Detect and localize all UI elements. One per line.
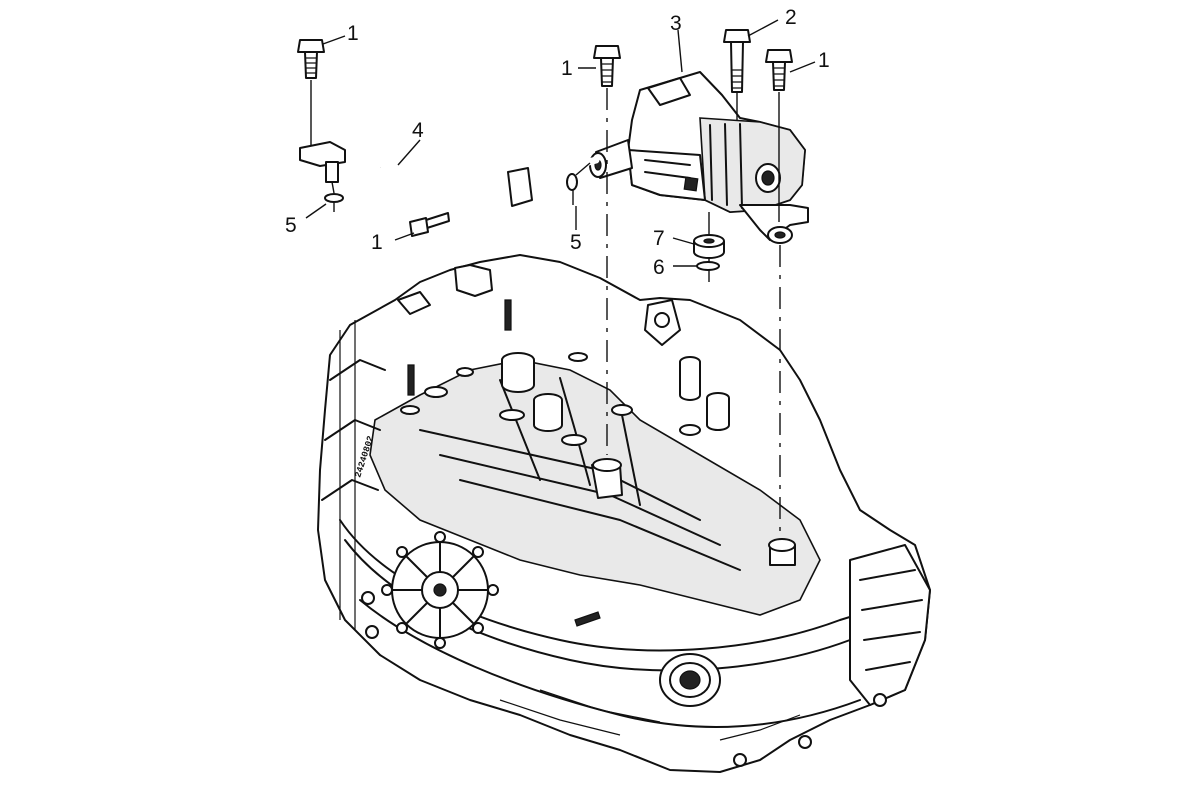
bolt-right: [765, 49, 793, 91]
shift-actuator: [589, 71, 809, 244]
fluid-pipe: [299, 122, 600, 237]
bolt-center: [593, 45, 621, 87]
callout-6: 6: [653, 256, 665, 279]
assembly-lines: [310, 80, 781, 540]
bushing: [693, 234, 725, 259]
seal-left: [324, 193, 344, 203]
clip: [696, 261, 720, 271]
seal-mid: [566, 173, 578, 191]
callout-7: 7: [653, 227, 665, 250]
bolt-left: [297, 39, 325, 79]
callout-1-center: 1: [561, 57, 573, 80]
callout-5-mid: 5: [570, 231, 582, 254]
callout-labels: 1 1 1 1 2 3 4 5 5 6 7: [285, 6, 830, 279]
callout-1-pipe-bolt: 1: [371, 231, 383, 254]
callout-4: 4: [412, 119, 424, 142]
transmission-housing: [317, 254, 931, 773]
callout-1-right: 1: [818, 49, 830, 72]
bolt-two: [723, 29, 751, 93]
callout-5-left: 5: [285, 214, 297, 237]
callout-2: 2: [785, 6, 797, 29]
callout-3: 3: [670, 12, 682, 35]
callout-leaders: [305, 19, 816, 267]
callout-1-top-left: 1: [347, 22, 359, 45]
